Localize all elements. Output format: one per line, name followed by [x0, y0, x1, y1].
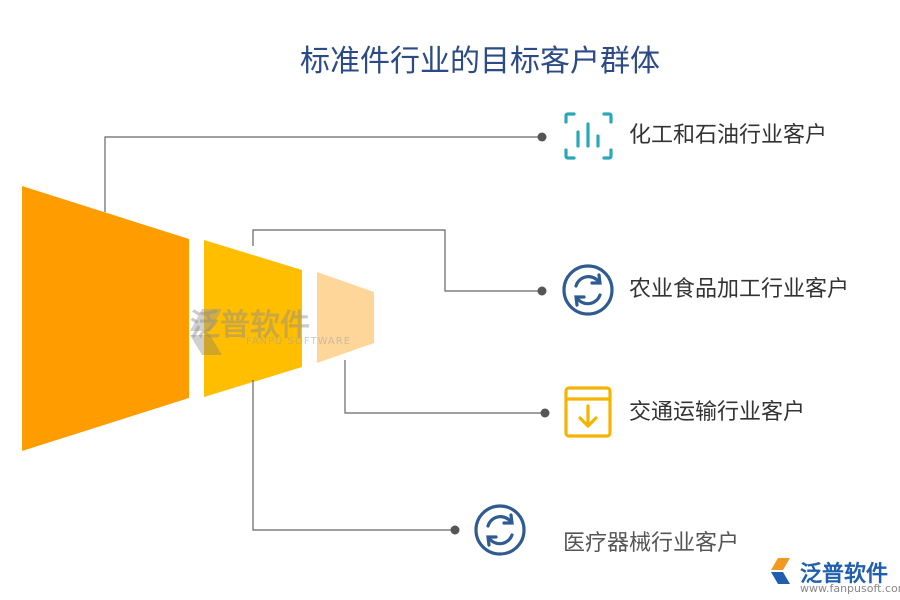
connector-dot-1 [537, 132, 547, 142]
watermark-text: 泛普软件 [190, 308, 310, 343]
page-title: 标准件行业的目标客户群体 [300, 44, 660, 79]
brand-logo-icon [771, 558, 790, 584]
funnel-segment-3 [317, 272, 374, 363]
brand-url: www.fanpusoft.com [800, 582, 900, 595]
watermark-logo-icon [190, 309, 222, 355]
branch-label-medical: 医疗器械行业客户 [563, 531, 740, 556]
watermark-subtext: FANPU SOFTWARE [246, 336, 352, 347]
branch-label-transport: 交通运输行业客户 [629, 400, 806, 425]
download-box-icon [564, 386, 612, 438]
branch-label-agri-food: 农业食品加工行业客户 [629, 277, 850, 302]
funnel-segment-1 [22, 186, 189, 451]
funnel-segment-2 [204, 240, 302, 397]
connector-3 [344, 360, 543, 414]
connector-1 [104, 136, 540, 212]
brand-name: 泛普软件 [800, 562, 889, 587]
connector-2 [252, 229, 540, 292]
refresh-icon [474, 504, 526, 556]
connector-dot-3 [540, 408, 550, 418]
connector-4 [252, 380, 453, 531]
refresh-icon [562, 264, 614, 316]
branch-label-chemical: 化工和石油行业客户 [629, 123, 828, 148]
connector-dot-4 [450, 525, 460, 535]
bar-chart-icon [564, 112, 613, 160]
connector-dot-2 [537, 286, 547, 296]
